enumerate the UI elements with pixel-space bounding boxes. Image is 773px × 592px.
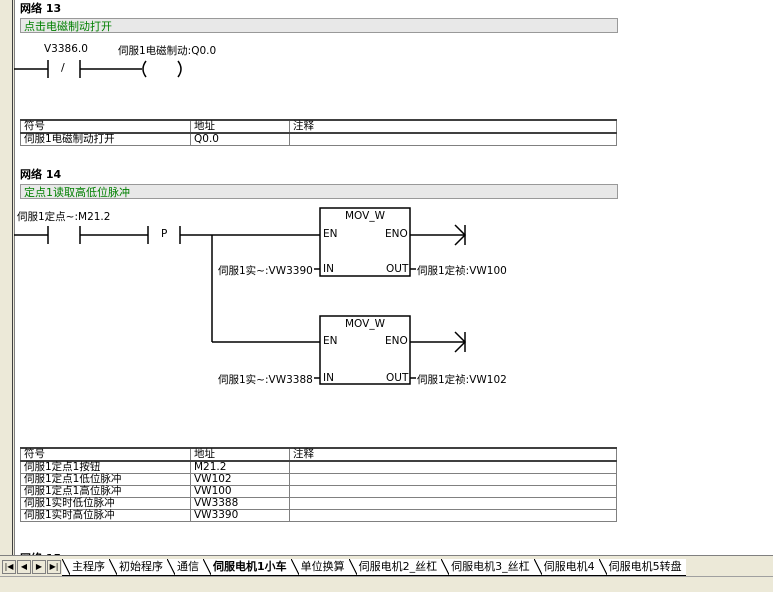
cell-comment <box>289 460 617 474</box>
box1-name: MOV_W <box>345 210 385 222</box>
table-header-row: 符号 地址 注释 <box>20 119 617 134</box>
table-row[interactable]: 伺服1定点1高位脉冲 VW100 <box>20 485 617 498</box>
tab-main-program[interactable]: 主程序 <box>62 559 109 576</box>
table-header-row: 符号 地址 注释 <box>20 447 617 462</box>
cell-address: Q0.0 <box>190 132 290 146</box>
left-power-rail-gutter <box>0 0 15 555</box>
network-14-symbol-table: 符号 地址 注释 伺服1定点1按钮 M21.2 伺服1定点1低位脉冲 VW102… <box>20 447 617 522</box>
tab-nav-buttons: |◀ ◀ ▶ ▶| <box>2 560 62 574</box>
box2-out: OUT <box>386 372 409 384</box>
header-comment: 注释 <box>289 447 617 462</box>
prev-tab-button[interactable]: ◀ <box>17 560 31 574</box>
box1-en: EN <box>323 228 338 240</box>
first-tab-button[interactable]: |◀ <box>2 560 16 574</box>
tab-unit-conversion[interactable]: 单位换算 <box>290 559 349 576</box>
tab-servo3-screw[interactable]: 伺服电机3_丝杠 <box>441 559 534 576</box>
header-symbol: 符号 <box>20 119 191 134</box>
tab-servo5-turntable[interactable]: 伺服电机5转盘 <box>598 559 686 576</box>
cell-address: VW102 <box>190 473 290 486</box>
header-comment: 注释 <box>289 119 617 134</box>
p-edge-label: P <box>161 228 168 240</box>
network-13-title: 网络 13 <box>20 2 62 15</box>
box1-in: IN <box>323 263 334 275</box>
cell-address: VW100 <box>190 485 290 498</box>
box2-in: IN <box>323 372 334 384</box>
cell-comment <box>289 473 617 486</box>
cell-comment <box>289 497 617 510</box>
box1-out-operand[interactable]: 伺服1定祯:VW100 <box>417 265 507 277</box>
cell-comment <box>289 509 617 522</box>
cell-symbol: 伺服1实时低位脉冲 <box>20 497 191 510</box>
network-15-title: 网络 15 <box>20 550 61 555</box>
tab-init-program[interactable]: 初始程序 <box>109 559 167 576</box>
network-13-comment[interactable]: 点击电磁制动打开 <box>20 18 618 33</box>
cell-address: VW3390 <box>190 509 290 522</box>
cell-symbol: 伺服1电磁制动打开 <box>20 132 191 146</box>
last-tab-button[interactable]: ▶| <box>47 560 61 574</box>
power-rail <box>12 0 13 555</box>
contact-m21-label[interactable]: 伺服1定点~:M21.2 <box>17 211 111 223</box>
box1-in-operand[interactable]: 伺服1实~:VW3390 <box>218 265 313 277</box>
network-13-symbol-table: 符号 地址 注释 伺服1电磁制动打开 Q0.0 <box>20 119 617 146</box>
nc-contact-slash: / <box>61 61 65 74</box>
header-address: 地址 <box>190 119 290 134</box>
horizontal-scrollbar[interactable] <box>0 576 773 592</box>
box2-eno: ENO <box>385 335 408 347</box>
tab-servo1-cart[interactable]: 伺服电机1小车 <box>203 559 291 576</box>
tabs: 主程序 初始程序 通信 伺服电机1小车 单位换算 伺服电机2_丝杠 伺服电机3_… <box>62 559 686 576</box>
cell-symbol: 伺服1定点1低位脉冲 <box>20 473 191 486</box>
table-row[interactable]: 伺服1定点1按钮 M21.2 <box>20 460 617 474</box>
coil-q0-label[interactable]: 伺服1电磁制动:Q0.0 <box>118 45 217 57</box>
cell-symbol: 伺服1实时高位脉冲 <box>20 509 191 522</box>
network-14-comment[interactable]: 定点1读取高低位脉冲 <box>20 184 618 199</box>
box2-en: EN <box>323 335 338 347</box>
cell-symbol: 伺服1定点1按钮 <box>20 460 191 474</box>
mov-w-box-2 <box>319 315 411 385</box>
program-tab-bar: |◀ ◀ ▶ ▶| 主程序 初始程序 通信 伺服电机1小车 单位换算 伺服电机2… <box>0 555 773 592</box>
box2-name: MOV_W <box>345 318 385 330</box>
box2-in-operand[interactable]: 伺服1实~:VW3388 <box>218 374 313 386</box>
network-14-title: 网络 14 <box>20 168 62 181</box>
contact-v3386-label[interactable]: V3386.0 <box>44 43 88 55</box>
box1-eno: ENO <box>385 228 408 240</box>
table-row[interactable]: 伺服1实时低位脉冲 VW3388 <box>20 497 617 510</box>
cell-comment <box>289 485 617 498</box>
mov-w-box-1 <box>319 207 411 277</box>
network-14-rung[interactable] <box>14 207 467 385</box>
header-symbol: 符号 <box>20 447 191 462</box>
cell-comment <box>289 132 617 146</box>
tab-servo2-screw[interactable]: 伺服电机2_丝杠 <box>348 559 442 576</box>
box2-out-operand[interactable]: 伺服1定祯:VW102 <box>417 374 507 386</box>
next-tab-button[interactable]: ▶ <box>32 560 46 574</box>
tab-servo4[interactable]: 伺服电机4 <box>533 559 599 576</box>
table-row[interactable]: 伺服1实时高位脉冲 VW3390 <box>20 509 617 522</box>
cell-address: VW3388 <box>190 497 290 510</box>
coil-left-arc <box>142 60 147 78</box>
box1-out: OUT <box>386 263 409 275</box>
table-row[interactable]: 伺服1定点1低位脉冲 VW102 <box>20 473 617 486</box>
ladder-diagram <box>14 60 467 385</box>
table-row[interactable]: 伺服1电磁制动打开 Q0.0 <box>20 132 617 146</box>
tab-communication[interactable]: 通信 <box>167 559 203 576</box>
header-address: 地址 <box>190 447 290 462</box>
cell-address: M21.2 <box>190 460 290 474</box>
network-13-rung[interactable] <box>14 60 182 78</box>
coil-right-arc <box>177 60 182 78</box>
cell-symbol: 伺服1定点1高位脉冲 <box>20 485 191 498</box>
